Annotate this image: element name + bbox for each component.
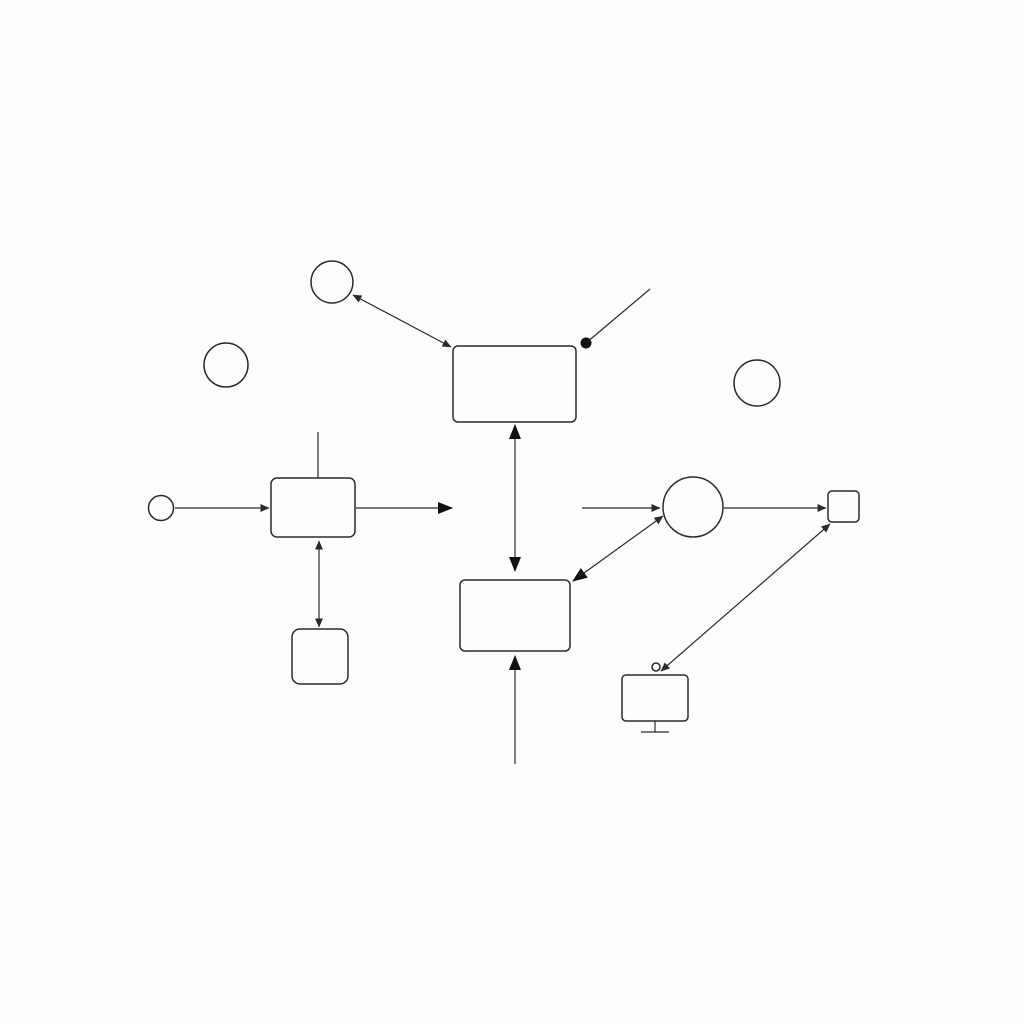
node-box-bottom-center	[459, 579, 571, 652]
monitor-icon	[621, 674, 689, 733]
node-circle-small-left	[147, 494, 175, 522]
node-circle-right	[733, 359, 781, 407]
node-square-bottom-left	[291, 628, 349, 685]
node-box-left	[270, 477, 356, 538]
edge-right-square-to-monitor	[660, 523, 831, 672]
edge-circle-to-top-box	[352, 294, 452, 348]
edge-circle-to-bottom-box	[572, 515, 664, 582]
node-circle-top-left	[310, 260, 354, 304]
edge-top-right-line	[585, 288, 651, 344]
node-square-right	[827, 490, 860, 523]
edge-end-dot	[580, 337, 592, 349]
monitor-node-dot	[651, 662, 661, 672]
node-box-top-center	[452, 345, 577, 423]
node-circle-center-right	[662, 476, 724, 538]
node-circle-far-left	[203, 342, 249, 388]
monitor-screen	[621, 674, 689, 722]
